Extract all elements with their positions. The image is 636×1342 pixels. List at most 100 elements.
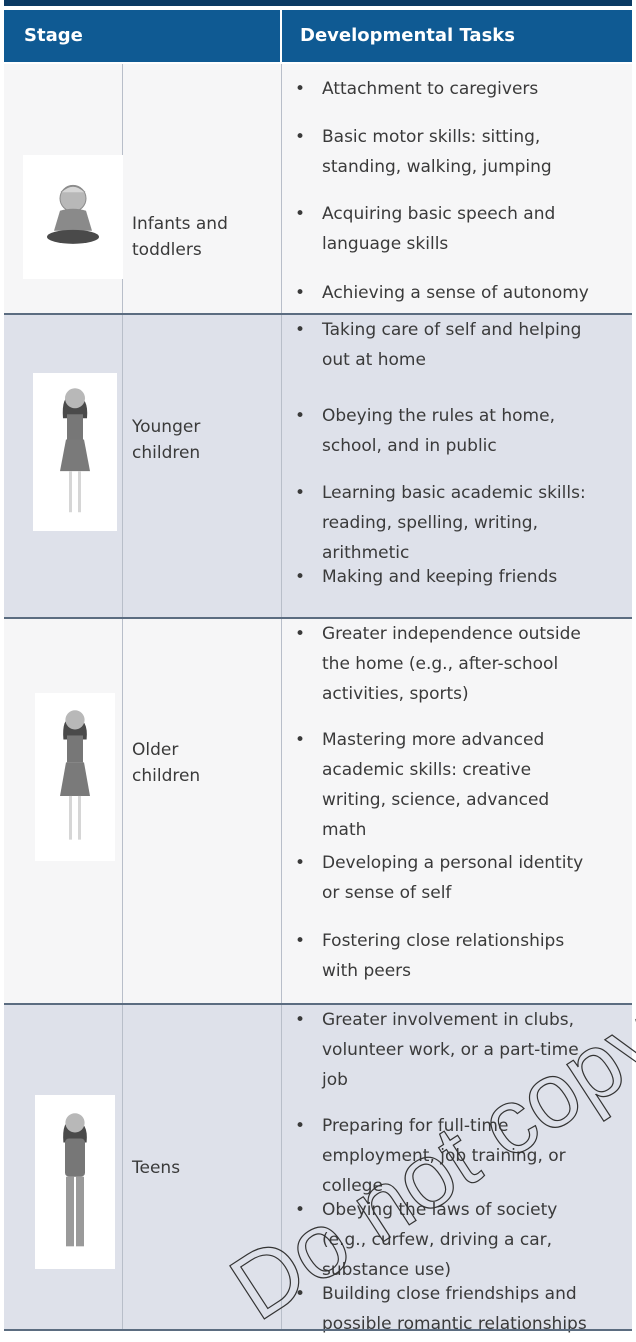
task-item: Making and keeping friends — [322, 562, 622, 592]
task-line: Obeying the laws of society — [322, 1200, 558, 1220]
task-line: substance use) — [322, 1260, 452, 1280]
task-item: Learning basic academic skills: reading, … — [322, 478, 622, 568]
column-divider — [122, 315, 123, 617]
task-item: Fostering close relationships with peers — [322, 926, 622, 986]
row-divider — [4, 313, 632, 315]
task-line: possible romantic relationships — [322, 1314, 587, 1334]
task-item: Greater involvement in clubs, volunteer w… — [322, 1005, 622, 1095]
task-line: employment, job training, or — [322, 1146, 566, 1166]
bullet-marker: • — [295, 567, 306, 587]
bullet-marker: • — [295, 1010, 306, 1030]
task-line: Greater independence outside — [322, 624, 581, 644]
task-line: school, and in public — [322, 436, 497, 456]
column-divider — [281, 64, 282, 313]
task-item: Obeying the rules at home, school, and in… — [322, 401, 622, 461]
task-line: Achieving a sense of autonomy — [322, 283, 589, 303]
task-line: Developing a personal identity — [322, 853, 584, 873]
bullet-marker: • — [295, 204, 306, 224]
table-row: Teens • Greater involvement in clubs, volun… — [4, 1005, 632, 1334]
developmental-tasks-table: Stage Developmental Tasks Infants and tod… — [4, 0, 632, 1342]
stage-label-line: Younger — [132, 417, 201, 437]
stage-label: Younger children — [132, 414, 200, 466]
task-line: the home (e.g., after-school — [322, 654, 559, 674]
sitting-baby-figure-icon — [23, 155, 123, 279]
task-item: Taking care of self and helping out at ho… — [322, 315, 622, 375]
task-line: Fostering close relationships — [322, 931, 565, 951]
bullet-marker: • — [295, 624, 306, 644]
task-line: math — [322, 820, 367, 840]
task-line: Acquiring basic speech and — [322, 204, 556, 224]
header-divider — [280, 10, 282, 62]
task-item: Greater independence outside the home (e.… — [322, 619, 622, 709]
stage-label: Older children — [132, 737, 200, 789]
task-line: Mastering more advanced — [322, 730, 545, 750]
bullet-marker: • — [295, 1116, 306, 1136]
task-item: Basic motor skills: sitting, standing, wa… — [322, 122, 622, 182]
task-item: Obeying the laws of society (e.g., curfew… — [322, 1195, 622, 1285]
table-row: Younger children • Taking care of self and … — [4, 315, 632, 617]
task-item: Mastering more advanced academic skills: … — [322, 725, 622, 845]
task-line: Building close friendships and — [322, 1284, 577, 1304]
task-line: out at home — [322, 350, 426, 370]
task-line: Greater involvement in clubs, — [322, 1010, 575, 1030]
stage-label-line: Teens — [132, 1158, 181, 1178]
bullet-marker: • — [295, 730, 306, 750]
bullet-marker: • — [295, 853, 306, 873]
table-row: Older children • Greater independence outsi… — [4, 619, 632, 1003]
column-divider — [281, 619, 282, 1003]
task-line: Taking care of self and helping — [322, 320, 582, 340]
task-line: or sense of self — [322, 883, 452, 903]
task-line: arithmetic — [322, 543, 410, 563]
task-line: Making and keeping friends — [322, 567, 558, 587]
top-rule — [4, 0, 632, 6]
header-stage: Stage — [24, 25, 83, 46]
task-line: volunteer work, or a part-time — [322, 1040, 579, 1060]
stage-label: Infants and toddlers — [132, 211, 228, 263]
stage-label-line: children — [132, 766, 201, 786]
task-line: standing, walking, jumping — [322, 157, 552, 177]
task-line: (e.g., curfew, driving a car, — [322, 1230, 552, 1250]
stage-label-line: children — [132, 443, 201, 463]
row-divider — [4, 1003, 632, 1005]
bullet-marker: • — [295, 931, 306, 951]
bullet-marker: • — [295, 127, 306, 147]
row-divider — [4, 1329, 632, 1331]
row-divider — [4, 617, 632, 619]
table-row: Infants and toddlers • Attachment to caregi… — [4, 64, 632, 333]
column-divider — [122, 619, 123, 1003]
bullet-marker: • — [295, 483, 306, 503]
bullet-marker: • — [295, 79, 306, 99]
column-divider — [122, 1005, 123, 1329]
task-line: language skills — [322, 234, 449, 254]
task-line: Basic motor skills: sitting, — [322, 127, 541, 147]
task-line: activities, sports) — [322, 684, 469, 704]
task-line: with peers — [322, 961, 412, 981]
teen-girl-figure-icon — [35, 1095, 115, 1269]
task-item: Attachment to caregivers — [322, 74, 622, 104]
task-item: Acquiring basic speech and language skill… — [322, 199, 622, 259]
stage-label-line: Infants and — [132, 214, 228, 234]
task-item: Developing a personal identity or sense o… — [322, 848, 622, 908]
task-line: academic skills: creative — [322, 760, 532, 780]
bullet-marker: • — [295, 1200, 306, 1220]
older-girl-figure-icon — [35, 693, 115, 861]
bullet-marker: • — [295, 1284, 306, 1304]
task-line: reading, spelling, writing, — [322, 513, 539, 533]
table-header: Stage Developmental Tasks — [4, 10, 632, 62]
stage-label-line: toddlers — [132, 240, 202, 260]
task-line: Learning basic academic skills: — [322, 483, 586, 503]
bullet-marker: • — [295, 283, 306, 303]
column-divider — [281, 1005, 282, 1329]
young-girl-figure-icon — [33, 373, 117, 531]
bullet-marker: • — [295, 320, 306, 340]
task-line: job — [322, 1070, 348, 1090]
task-line: writing, science, advanced — [322, 790, 550, 810]
header-tasks: Developmental Tasks — [300, 25, 515, 46]
stage-label-line: Older — [132, 740, 179, 760]
task-line: Obeying the rules at home, — [322, 406, 555, 426]
task-line: Attachment to caregivers — [322, 79, 539, 99]
column-divider — [281, 315, 282, 617]
bullet-marker: • — [295, 406, 306, 426]
task-line: Preparing for full-time — [322, 1116, 509, 1136]
task-item: Preparing for full-time employment, job t… — [322, 1111, 622, 1201]
